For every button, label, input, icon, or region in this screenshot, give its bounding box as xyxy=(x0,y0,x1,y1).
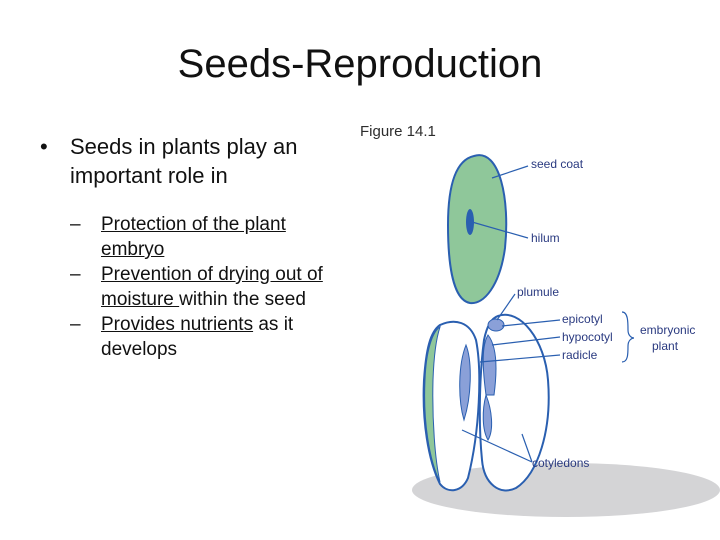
seed-coat-shape xyxy=(446,154,508,305)
dash-icon: – xyxy=(70,214,81,235)
dash-icon: – xyxy=(70,314,81,335)
sub-bullet-item: – Prevention of drying out of moisture w… xyxy=(70,262,354,312)
sub-bullet-list: – Protection of the plant embryo – Preve… xyxy=(34,212,354,362)
label-radicle: radicle xyxy=(562,348,598,362)
plumule-shape xyxy=(487,318,505,332)
main-bullet: • Seeds in plants play an important role… xyxy=(34,132,354,190)
label-epicotyl: epicotyl xyxy=(562,312,603,326)
dash-icon: – xyxy=(70,264,81,285)
sub-bullet-rest: as it develops xyxy=(101,314,294,360)
hypocotyl-leader xyxy=(491,336,561,346)
label-embryonic: embryonic xyxy=(640,323,695,337)
epicotyl-leader xyxy=(501,319,561,327)
label-seed-coat: seed coat xyxy=(531,157,584,171)
figure-caption: Figure 14.1 xyxy=(360,123,436,140)
figure-labels: seed coat hilum plumule epicotyl hypocot… xyxy=(517,157,695,470)
seed-coat-leader xyxy=(491,165,529,179)
label-plumule: plumule xyxy=(517,285,559,299)
leader-lines xyxy=(461,165,561,463)
label-hypocotyl: hypocotyl xyxy=(562,330,613,344)
radicle-shape xyxy=(482,393,493,441)
sub-bullet-rest: within the seed xyxy=(179,289,306,310)
left-embryo-shape xyxy=(459,343,471,422)
slide-title: Seeds-Reproduction xyxy=(177,42,543,86)
left-seed-coat-strip xyxy=(424,325,441,483)
main-bullet-text: Seeds in plants play an important role i… xyxy=(70,134,298,188)
seed-diagram: Figure 14.1 xyxy=(360,123,720,517)
embryonic-plant-brace xyxy=(621,311,635,363)
sub-bullet-underlined: Prevention of drying out of moisture xyxy=(101,264,323,310)
label-hilum: hilum xyxy=(531,231,560,245)
whole-seed xyxy=(446,154,508,305)
radicle-leader xyxy=(479,354,561,363)
slide-body: • Seeds in plants play an important role… xyxy=(34,132,354,362)
hilum-mark xyxy=(466,209,474,235)
sub-bullet-item: – Provides nutrients as it develops xyxy=(70,312,354,362)
plumule-leader xyxy=(496,293,516,321)
cotyledons-leader-left xyxy=(461,429,533,463)
sub-bullet-underlined: Protection of the plant embryo xyxy=(101,214,286,260)
hilum-leader xyxy=(471,221,529,239)
sub-bullet-underlined: Provides nutrients xyxy=(101,314,254,335)
label-plant: plant xyxy=(652,339,679,353)
cotyledons-leader-right xyxy=(521,433,533,463)
label-cotyledons: cotyledons xyxy=(532,456,589,470)
bullet-dot-icon: • xyxy=(40,134,48,159)
hypocotyl-shape xyxy=(482,334,497,396)
sub-bullet-item: – Protection of the plant embryo xyxy=(70,212,354,262)
